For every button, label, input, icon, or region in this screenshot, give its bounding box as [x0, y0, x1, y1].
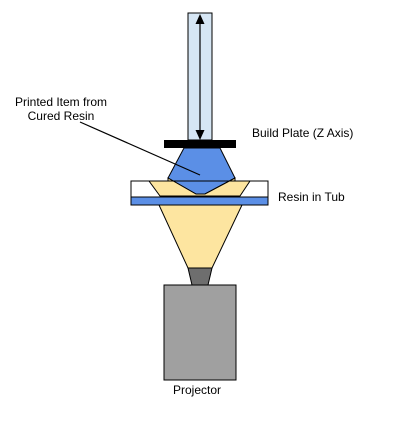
projection-cone: [158, 204, 243, 269]
printed-item-label-line1: Printed Item from: [14, 95, 108, 109]
build-plate: [164, 140, 236, 148]
printed-item-leader-line: [79, 121, 201, 176]
printed-item-label: Printed Item from Cured Resin: [4, 95, 118, 123]
build-plate-label: Build Plate (Z Axis): [252, 126, 354, 140]
resin-in-tub: [148, 177, 251, 197]
tub-bottom: [130, 196, 269, 206]
printed-item-label-line2: Cured Resin: [27, 109, 95, 123]
projector-body: [163, 284, 237, 381]
resin-in-tub-label: Resin in Tub: [278, 190, 345, 204]
projector-label: Projector: [173, 383, 222, 397]
z-axis-arrow: [195, 14, 205, 140]
projector-lens: [187, 267, 213, 286]
